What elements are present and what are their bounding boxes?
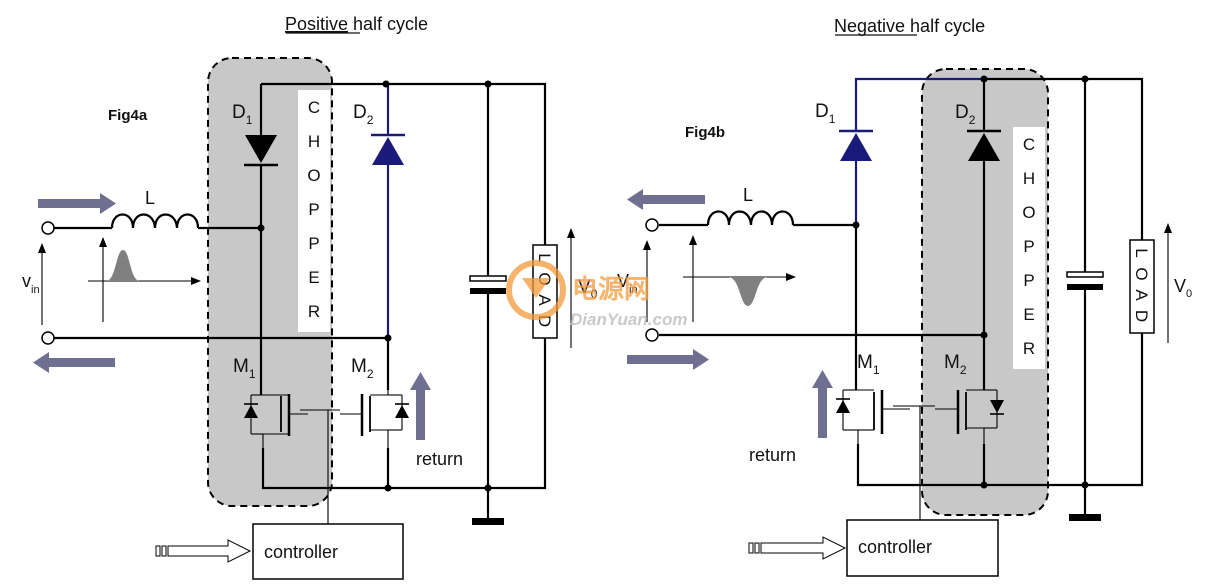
svg-text:E: E [308, 268, 319, 287]
fig4b-label: Fig4b [685, 124, 725, 141]
svg-text:P: P [1023, 271, 1034, 290]
fig4a-wires [54, 82, 547, 522]
fig4a-vo-label: V0 [578, 277, 598, 301]
fig4a-mosfet-m2 [340, 390, 409, 448]
fig4a-ground [472, 518, 504, 525]
fig4b-load-label: L O A D [1132, 248, 1151, 322]
fig4b-inductor [706, 210, 795, 226]
fig4a-chopper-label-bg [298, 90, 330, 332]
fig4a-input-terminal-top [41, 221, 55, 235]
fig4b-mosfet-m1 [836, 389, 910, 444]
fig4a-d1-label: D1 [232, 102, 253, 127]
fig4b-input-terminal-top [645, 218, 659, 232]
svg-text:O: O [1022, 203, 1035, 222]
svg-text:R: R [1023, 339, 1035, 358]
watermark-logo-icon [506, 260, 566, 320]
svg-text:A: A [535, 294, 554, 306]
fig4a-controller-input-arrow [155, 539, 252, 563]
fig4a-title: Positive half cycle [285, 14, 428, 34]
fig4b-capacitor [1066, 271, 1104, 290]
fig4b-load [1129, 239, 1155, 334]
fig4a-waveform [88, 237, 201, 322]
fig4a-controller: controller [252, 523, 404, 580]
fig4a-capacitor [469, 275, 507, 294]
fig4b-flow-arrow-out [627, 349, 709, 370]
svg-text:O: O [307, 166, 320, 185]
watermark-site: DianYuan.com [570, 310, 687, 329]
fig4a-return-arrow [410, 372, 431, 440]
fig4a-return-label: return [416, 449, 463, 469]
fig4b-waveform [683, 235, 796, 322]
fig4b-d1-label: D1 [815, 101, 836, 126]
svg-text:L: L [1132, 248, 1151, 257]
fig4b-controller-label: controller [858, 537, 932, 557]
fig4b-title: Negative half cycle [834, 16, 985, 36]
svg-text:H: H [1023, 169, 1035, 188]
svg-text:C: C [308, 98, 320, 117]
fig4a-m2-label: M2 [351, 356, 374, 381]
svg-text:P: P [1023, 237, 1034, 256]
fig4b-d2-label: D2 [955, 102, 976, 127]
figure-4b: Negative half cycle Fig4b C H O P P E R [617, 16, 1192, 577]
svg-text:A: A [1132, 289, 1151, 301]
fig4b-vin-label: Vin [617, 271, 638, 296]
fig4b-m1-label: M1 [857, 352, 880, 377]
fig4b-ground [1069, 514, 1101, 521]
fig4a-label: Fig4a [108, 107, 148, 124]
fig4a-input-terminal-bottom [41, 331, 55, 345]
fig4b-chopper-label: C H O P P E R [1022, 135, 1035, 358]
fig4a-chopper-label: C H O P P E R [307, 98, 320, 321]
fig4a-inductor [110, 213, 200, 229]
fig4a-mosfet-m1 [244, 394, 308, 448]
svg-text:D: D [1132, 310, 1151, 322]
fig4a-diode-d2 [371, 133, 405, 165]
svg-text:L: L [535, 253, 554, 262]
fig4b-m2-label: M2 [944, 352, 967, 377]
fig4b-diode-d1 [839, 129, 873, 161]
fig4a-inductor-label: L [145, 188, 155, 208]
svg-text:H: H [308, 132, 320, 151]
watermark: 电源网 DianYuan.com [506, 260, 687, 329]
fig4a-diode-d1 [244, 135, 278, 167]
fig4b-inductor-label: L [743, 185, 753, 205]
fig4b-wires [659, 77, 1144, 515]
fig4b-flow-arrow-in [627, 189, 705, 210]
svg-text:R: R [308, 302, 320, 321]
fig4a-vin-label: vin [22, 271, 40, 296]
figure-4a: Positive half cycle Fig4a C H O P P E R [22, 14, 598, 580]
fig4b-input-terminal-bottom [645, 328, 659, 342]
fig4a-flow-arrow-in [38, 193, 116, 214]
fig4a-m1-label: M1 [233, 356, 256, 381]
fig4a-d2-label: D2 [353, 102, 374, 127]
fig4b-return-arrow [812, 370, 833, 438]
fig4b-junctions [852, 75, 1089, 489]
fig4b-mosfet-m2 [935, 389, 1004, 444]
fig4b-controller-input-arrow [748, 536, 847, 560]
fig4b-vo-label: V0 [1174, 276, 1192, 300]
fig4b-diode-d2 [967, 129, 1001, 161]
fig4b-return-label: return [749, 445, 796, 465]
svg-text:P: P [308, 234, 319, 253]
svg-text:C: C [1023, 135, 1035, 154]
svg-text:O: O [1132, 267, 1151, 280]
fig4a-junctions [257, 80, 492, 492]
fig4a-flow-arrow-out [33, 352, 115, 373]
fig4b-controller: controller [846, 519, 999, 577]
svg-text:E: E [1023, 305, 1034, 324]
fig4a-controller-label: controller [264, 542, 338, 562]
fig4b-chopper-label-bg [1013, 127, 1045, 369]
svg-text:P: P [308, 200, 319, 219]
watermark-chinese: 电源网 [572, 274, 650, 304]
